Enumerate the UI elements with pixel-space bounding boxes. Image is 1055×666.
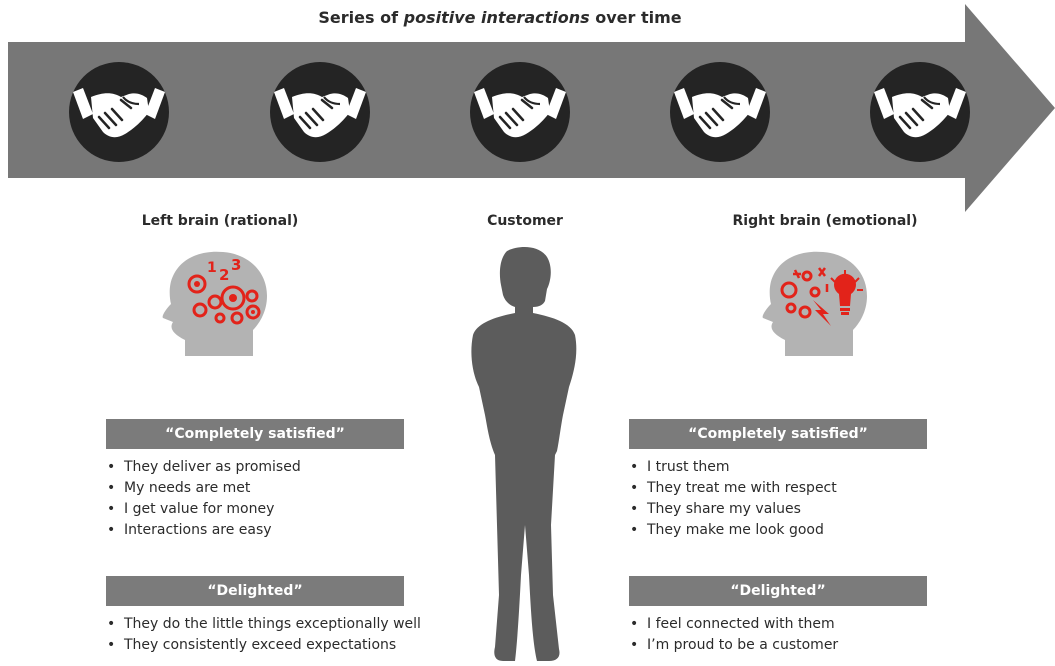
left-brain-heading: Left brain (rational) — [141, 213, 299, 229]
svg-text:2: 2 — [219, 266, 229, 284]
list-item: Interactions are easy — [106, 520, 301, 541]
handshake-icon — [470, 62, 570, 162]
list-item: They do the little things exceptionally … — [106, 614, 421, 635]
right-satisfied-list: I trust them They treat me with respect … — [629, 457, 837, 541]
list-item: They make me look good — [629, 520, 837, 541]
right-delighted-list: I feel connected with them I’m proud to … — [629, 614, 838, 656]
handshake-icon — [270, 62, 370, 162]
list-item: They share my values — [629, 499, 837, 520]
list-item: They treat me with respect — [629, 478, 837, 499]
diagram-title: Series of positive interactions over tim… — [318, 8, 682, 27]
left-satisfied-bar: “Completely satisfied” — [106, 419, 404, 449]
svg-text:3: 3 — [231, 256, 241, 274]
handshake-icon — [670, 62, 770, 162]
list-item: I’m proud to be a customer — [629, 635, 838, 656]
list-item: I trust them — [629, 457, 837, 478]
left-satisfied-list: They deliver as promised My needs are me… — [106, 457, 301, 541]
customer-heading: Customer — [487, 213, 563, 229]
left-delighted-bar: “Delighted” — [106, 576, 404, 606]
left-delighted-list: They do the little things exceptionally … — [106, 614, 421, 656]
right-satisfied-bar: “Completely satisfied” — [629, 419, 927, 449]
right-delighted-bar: “Delighted” — [629, 576, 927, 606]
right-brain-heading: Right brain (emotional) — [732, 213, 918, 229]
list-item: They deliver as promised — [106, 457, 301, 478]
emotional-head-icon — [762, 251, 867, 356]
list-item: I feel connected with them — [629, 614, 838, 635]
rational-head-icon: 1 2 3 — [162, 251, 267, 356]
handshake-icon — [69, 62, 169, 162]
list-item: They consistently exceed expectations — [106, 635, 421, 656]
list-item: My needs are met — [106, 478, 301, 499]
list-item: I get value for money — [106, 499, 301, 520]
svg-text:1: 1 — [207, 260, 217, 276]
handshake-icon — [870, 62, 970, 162]
customer-silhouette-icon — [471, 247, 577, 661]
